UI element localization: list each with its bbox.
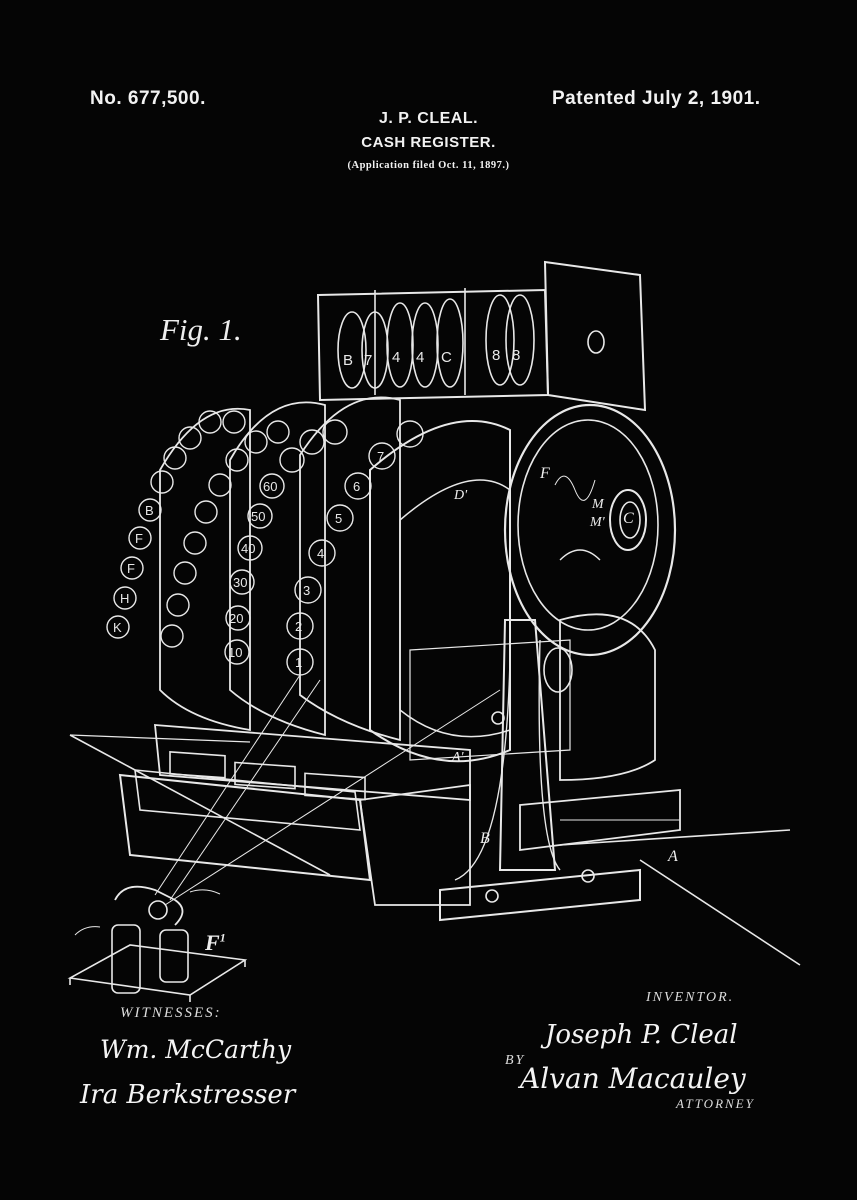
svg-text:F: F [127,561,135,576]
svg-text:B: B [145,503,154,518]
svg-text:F: F [135,531,143,546]
svg-text:40: 40 [241,541,255,556]
invention-title: CASH REGISTER. [361,134,496,151]
svg-text:H: H [120,591,129,606]
svg-text:50: 50 [251,509,265,524]
application-date: (Application filed Oct. 11, 1897.) [347,160,510,171]
ref-letter-f1: F1 [205,930,226,955]
ref-letter-a-prime: A' [452,750,464,765]
ref-letter-c: C [623,510,634,527]
svg-text:8: 8 [512,347,520,364]
ref-letter-m-prime: M' [590,515,605,530]
figure-label: Fig. 1. [160,312,242,347]
svg-text:5: 5 [335,511,342,526]
witness-signature-2: Ira Berkstresser [80,1080,296,1110]
svg-text:4: 4 [416,349,424,366]
svg-text:1: 1 [295,655,302,670]
svg-text:6: 6 [353,479,360,494]
svg-text:C: C [441,349,452,366]
svg-text:60: 60 [263,479,277,494]
inventor-signature: Joseph P. Cleal [545,1020,738,1050]
svg-text:8: 8 [492,347,500,364]
inventor-heading: J. P. CLEAL. [378,110,479,127]
witnesses-label: WITNESSES: [120,1005,222,1021]
svg-text:2: 2 [295,619,302,634]
by-label: BY [505,1053,526,1068]
svg-text:K: K [113,620,122,635]
ref-letter-m: M [592,497,604,512]
ref-letter-b: B [480,830,490,847]
ref-letter-a: A [668,848,678,865]
svg-text:3: 3 [303,583,310,598]
svg-text:20: 20 [229,611,243,626]
patented-date: Patented July 2, 1901. [552,88,761,109]
patent-number: No. 677,500. [90,88,206,109]
svg-text:B: B [343,352,353,369]
svg-text:10: 10 [228,645,242,660]
svg-text:4: 4 [392,349,400,366]
svg-text:7: 7 [377,449,384,464]
svg-text:4: 4 [317,546,324,561]
ref-letter-d: D' [454,488,468,503]
svg-text:7: 7 [364,352,372,369]
attorney-label: ATTORNEY [676,1096,755,1111]
inventor-label: INVENTOR. [646,990,735,1005]
attorney-signature: Alvan Macauley [520,1062,746,1095]
witness-signature-1: Wm. McCarthy [100,1035,292,1064]
ref-letter-f: F [540,465,550,482]
svg-text:30: 30 [233,575,247,590]
